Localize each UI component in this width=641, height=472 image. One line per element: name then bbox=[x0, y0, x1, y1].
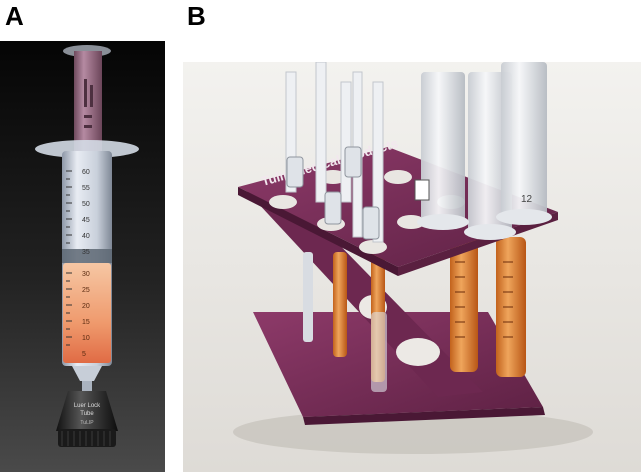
thin-syringe bbox=[315, 62, 327, 203]
rack-hole bbox=[359, 240, 387, 254]
rack-hole bbox=[384, 170, 412, 184]
scale-mark: 50 bbox=[82, 201, 90, 208]
cap-brand: TuLIP bbox=[80, 420, 94, 426]
barrel-mark: 12 bbox=[521, 194, 533, 205]
syringe-photo: 60 55 50 45 40 35 30 25 20 15 10 5 Luer … bbox=[0, 41, 165, 472]
rack-photo: Tulip Medical Products 12 bbox=[183, 62, 641, 472]
filled-tube bbox=[450, 237, 478, 372]
cap-base bbox=[58, 429, 116, 447]
thin-syringe bbox=[372, 81, 384, 243]
scale-mark: 20 bbox=[82, 303, 90, 310]
barrel-tip bbox=[72, 366, 102, 381]
scale-mark: 30 bbox=[82, 271, 90, 278]
luer-lock-cap bbox=[56, 391, 118, 431]
plunger-rod bbox=[74, 51, 102, 151]
plunger-stopper bbox=[62, 249, 112, 263]
thin-syringe bbox=[340, 81, 352, 203]
scale-mark: 40 bbox=[82, 233, 90, 240]
rack-illustration: Tulip Medical Products 12 bbox=[183, 62, 641, 472]
cap-text-line1: Luer Lock bbox=[74, 403, 101, 409]
finger-flange bbox=[35, 140, 139, 158]
thin-syringe bbox=[285, 71, 297, 193]
scale-mark: 10 bbox=[82, 335, 90, 342]
large-syringe bbox=[501, 62, 547, 217]
cap-text-line2: Tube bbox=[80, 411, 94, 417]
panel-label-b: B bbox=[187, 1, 206, 31]
fluid bbox=[63, 263, 111, 363]
scale-mark: 15 bbox=[82, 319, 90, 326]
large-syringe bbox=[421, 72, 465, 222]
panel-label-a: A bbox=[5, 1, 24, 31]
scale-mark: 45 bbox=[82, 217, 90, 224]
scale-mark: 5 bbox=[82, 351, 86, 358]
scale-mark: 25 bbox=[82, 287, 90, 294]
filled-tube bbox=[333, 252, 347, 357]
rack-hole bbox=[269, 195, 297, 209]
scale-ticks bbox=[66, 170, 72, 346]
scale-mark: 60 bbox=[82, 169, 90, 176]
scale-mark: 35 bbox=[82, 249, 90, 256]
syringe-illustration: 60 55 50 45 40 35 30 25 20 15 10 5 Luer … bbox=[0, 41, 165, 472]
empty-tube bbox=[303, 252, 313, 342]
rack-hole bbox=[397, 215, 425, 229]
scale-mark: 55 bbox=[82, 185, 90, 192]
